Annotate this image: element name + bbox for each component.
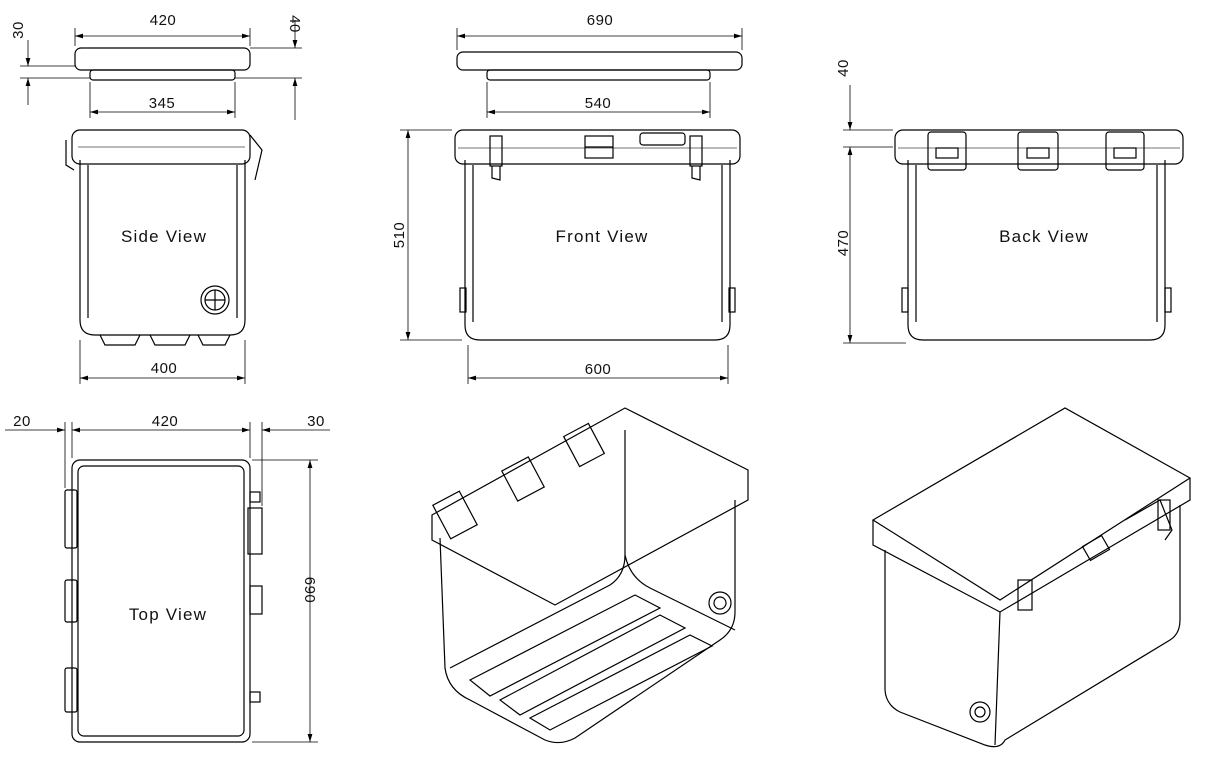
back-view-label: Back View [999, 227, 1089, 246]
front-view: 690 540 Front View 510 600 [391, 12, 743, 384]
front-lid-width-dim: 690 [587, 12, 614, 29]
top-width-dim: 420 [152, 413, 179, 430]
side-view-label: Side View [121, 227, 207, 246]
side-lid-height-dim: 30 [10, 21, 27, 39]
side-body-width-dim: 400 [151, 360, 178, 377]
top-left-offset-dim: 20 [13, 413, 31, 430]
back-body-height-dim: 470 [835, 230, 852, 257]
side-lid-inner-dim: 345 [149, 95, 176, 112]
top-right-offset-dim: 30 [307, 413, 325, 430]
front-height-dim: 510 [391, 222, 408, 249]
front-view-label: Front View [556, 227, 649, 246]
back-lid-height-dim: 40 [835, 59, 852, 77]
front-lid-inner-dim: 540 [585, 95, 612, 112]
side-view: 420 30 40 345 Side View 400 [10, 12, 303, 384]
side-lid-total-dim: 40 [286, 15, 303, 33]
back-view: Back View 40 470 [835, 59, 1184, 344]
top-view-label: Top View [129, 605, 207, 624]
isometric-closed-view [871, 407, 1192, 748]
front-body-width-dim: 600 [585, 361, 612, 378]
side-lid-width-dim: 420 [150, 12, 177, 29]
isometric-underside-view [431, 407, 749, 744]
top-view: Top View 20 420 30 690 [5, 413, 330, 743]
top-length-dim: 690 [301, 577, 318, 604]
